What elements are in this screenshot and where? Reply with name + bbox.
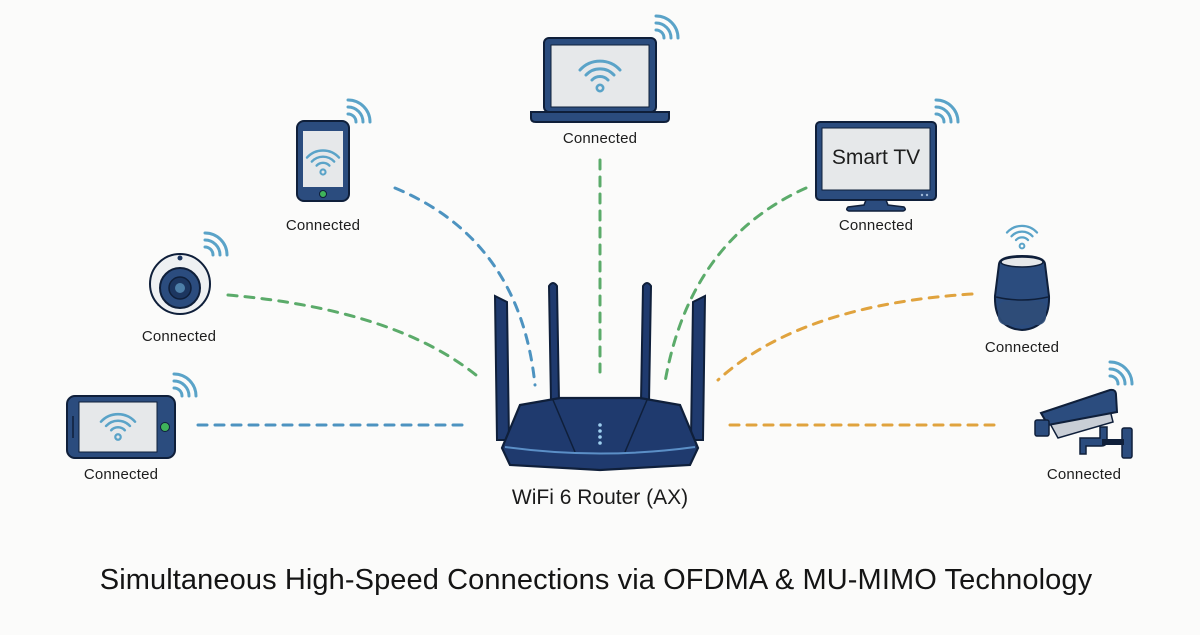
- tv-screen-text: Smart TV: [831, 146, 921, 169]
- device-security-camera[interactable]: [1034, 360, 1134, 459]
- laptop-signal-icon: [654, 14, 680, 40]
- tablet-signal-icon: [172, 372, 198, 398]
- link-smart-speaker: [716, 292, 974, 382]
- security-camera-status: Connected: [1046, 466, 1122, 483]
- smartphone-status: Connected: [285, 217, 361, 234]
- device-smartphone[interactable]: [296, 98, 372, 202]
- smartphone-signal-icon: [346, 98, 372, 124]
- router-antenna-right-outer: [689, 294, 707, 441]
- laptop-status: Connected: [562, 130, 638, 147]
- device-smart-tv[interactable]: [815, 98, 960, 212]
- tv-signal-icon: [934, 98, 960, 124]
- diagram-caption: Simultaneous High-Speed Connections via …: [99, 564, 1093, 596]
- smart-tv-status: Connected: [838, 217, 914, 234]
- tablet-status: Connected: [83, 466, 159, 483]
- security-camera-signal-icon: [1108, 360, 1134, 386]
- router-body: [500, 396, 700, 472]
- device-webcam[interactable]: [149, 231, 229, 315]
- device-laptop[interactable]: [530, 14, 680, 123]
- router[interactable]: [493, 282, 707, 472]
- webcam-signal-icon: [203, 231, 229, 257]
- router-antenna-left-outer: [493, 294, 511, 441]
- speaker-wifi-icon: [1005, 224, 1039, 250]
- connection-links: [196, 158, 1004, 427]
- router-antenna-left-inner: [547, 282, 561, 403]
- router-status-leds: [598, 423, 602, 445]
- smart-speaker-status: Connected: [984, 339, 1060, 356]
- router-antenna-right-inner: [639, 282, 653, 403]
- device-smart-speaker[interactable]: [993, 224, 1051, 332]
- link-webcam: [226, 293, 484, 382]
- link-smartphone: [393, 186, 537, 387]
- router-label: WiFi 6 Router (AX): [511, 486, 689, 509]
- device-tablet[interactable]: [66, 372, 198, 459]
- webcam-status: Connected: [141, 328, 217, 345]
- link-smart-tv: [663, 186, 808, 384]
